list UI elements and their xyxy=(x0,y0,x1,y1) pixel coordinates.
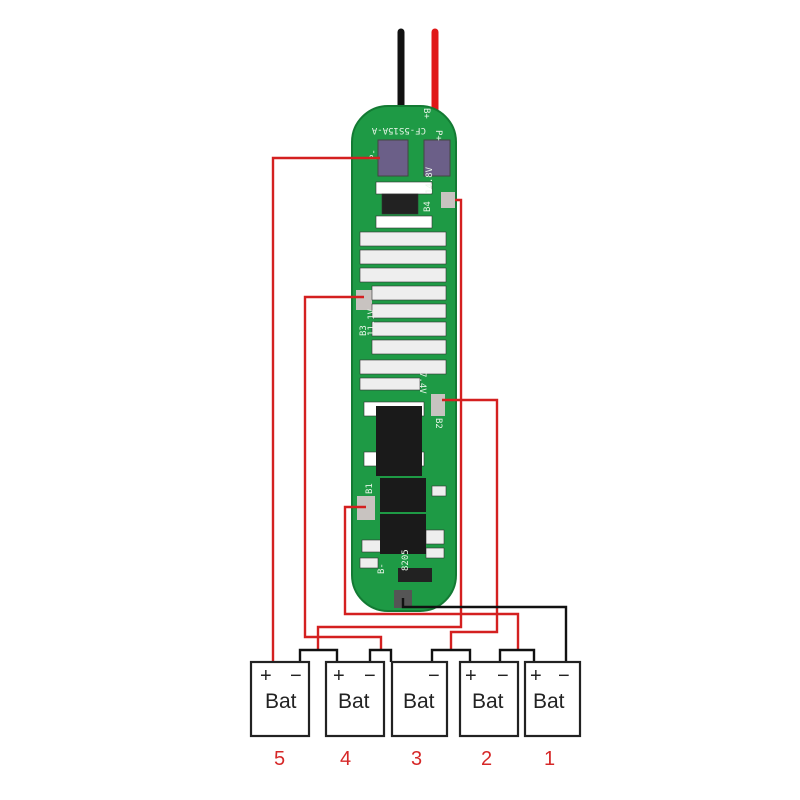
battery-5: + − Bat 5 xyxy=(249,660,311,770)
battery-2-number: 2 xyxy=(481,748,492,770)
p-minus-pad xyxy=(377,139,409,177)
b2-label: B2 xyxy=(433,418,443,429)
battery-4-number: 4 xyxy=(340,748,351,770)
p-minus-to-bat5-wire xyxy=(271,156,380,662)
mosfet-4 xyxy=(380,514,426,554)
mosfet-3 xyxy=(380,478,426,512)
board-model-label: CF-5S15A-A xyxy=(371,125,426,135)
b2-pad xyxy=(431,394,445,416)
b4-voltage-label: 14.8V xyxy=(425,166,435,194)
tap-wires xyxy=(271,156,520,662)
b1-to-bat12-wire xyxy=(343,505,520,650)
battery-1-minus: − xyxy=(558,665,570,687)
battery-3-label: Bat xyxy=(403,690,435,713)
p-plus-label: P+ xyxy=(433,130,443,141)
b4-to-bat4-wire xyxy=(316,198,463,650)
battery-2: + − Bat 2 xyxy=(458,660,520,770)
battery-3: − Bat 3 xyxy=(390,660,449,770)
battery-3-minus: − xyxy=(428,665,440,687)
battery-5-plus: + xyxy=(260,665,272,687)
mosfet-1 xyxy=(376,406,422,440)
component-grid xyxy=(359,181,447,569)
battery-3-number: 3 xyxy=(411,748,422,770)
battery-4: + − Bat 4 xyxy=(324,660,386,770)
p-plus-pad xyxy=(423,139,451,177)
battery-5-minus: − xyxy=(290,665,302,687)
b4-pad xyxy=(441,192,455,208)
b3-label: B3 xyxy=(359,325,369,336)
battery-4-minus: − xyxy=(364,665,376,687)
protection-ic xyxy=(398,568,432,582)
battery-links xyxy=(298,648,536,662)
b4-label: B4 xyxy=(423,201,433,212)
chip-marking: 8205 xyxy=(401,549,411,571)
mosfet-2 xyxy=(376,440,422,476)
b-minus-label: B- xyxy=(377,563,387,574)
b-minus-to-bat1-wire xyxy=(401,598,568,662)
b3-pad xyxy=(356,290,372,310)
b2-to-bat23-wire xyxy=(442,398,499,650)
battery-2-minus: − xyxy=(497,665,509,687)
b-plus-label: B+ xyxy=(421,108,431,119)
battery-4-label: Bat xyxy=(338,690,370,713)
battery-5-label: Bat xyxy=(265,690,297,713)
battery-1-label: Bat xyxy=(533,690,565,713)
battery-4-plus: + xyxy=(333,665,345,687)
battery-2-label: Bat xyxy=(472,690,504,713)
battery-1: + − Bat 1 xyxy=(523,660,582,770)
p-minus-label: P- xyxy=(369,149,379,160)
b1-label: B1 xyxy=(365,483,375,494)
battery-pack: + − Bat 5 + − Bat 4 − Bat 3 + − Bat 2 + xyxy=(249,660,582,770)
b3-to-bat34-wire xyxy=(303,295,383,650)
battery-1-number: 1 xyxy=(544,748,555,770)
battery-2-plus: + xyxy=(465,665,477,687)
bms-board: CF-5S15A-A B+ P+ P- B4 14.8V B3 11.1V B2… xyxy=(351,105,457,612)
battery-5-number: 5 xyxy=(274,748,285,770)
b2-voltage-label: 7.4V xyxy=(417,372,427,394)
battery-1-plus: + xyxy=(530,665,542,687)
b3-voltage-label: 11.1V xyxy=(367,308,377,336)
